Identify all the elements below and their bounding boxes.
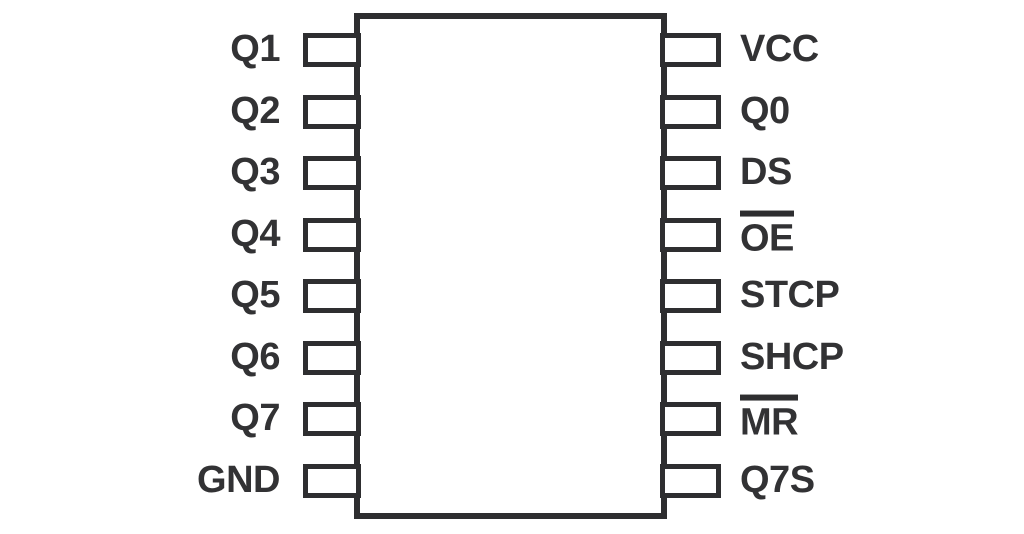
pin-box-right-13 bbox=[660, 218, 721, 252]
pin-box-right-9 bbox=[660, 464, 721, 498]
pin-label-q5: Q5 bbox=[230, 274, 280, 317]
pin-box-left-5 bbox=[303, 279, 361, 313]
pin-label-q7s: Q7S bbox=[740, 459, 815, 502]
pin-label-q6: Q6 bbox=[230, 336, 280, 379]
pin-label-q0: Q0 bbox=[740, 90, 790, 133]
pin-label-stcp: STCP bbox=[740, 274, 840, 317]
pin-box-left-6 bbox=[303, 341, 361, 375]
pin-label-shcp: SHCP bbox=[740, 336, 844, 379]
pin-box-right-14 bbox=[660, 156, 721, 190]
pin-label-oe: OE bbox=[740, 210, 794, 260]
pin-box-right-12 bbox=[660, 279, 721, 313]
ic-body bbox=[354, 13, 667, 519]
pin-box-left-4 bbox=[303, 218, 361, 252]
pin-box-left-8 bbox=[303, 464, 361, 498]
pin-label-q1: Q1 bbox=[230, 28, 280, 71]
pin-box-right-10 bbox=[660, 402, 721, 436]
pin-label-q7: Q7 bbox=[230, 397, 280, 440]
pin-label-gnd: GND bbox=[197, 459, 280, 502]
pin-box-right-15 bbox=[660, 95, 721, 129]
pin-box-left-7 bbox=[303, 402, 361, 436]
pin-label-q2: Q2 bbox=[230, 90, 280, 133]
pin-box-right-16 bbox=[660, 33, 721, 67]
pin-label-mr: MR bbox=[740, 394, 799, 444]
pin-box-left-2 bbox=[303, 95, 361, 129]
pin-label-q3: Q3 bbox=[230, 151, 280, 194]
pin-box-right-11 bbox=[660, 341, 721, 375]
pin-box-left-3 bbox=[303, 156, 361, 190]
pin-box-left-1 bbox=[303, 33, 361, 67]
pin-label-vcc: VCC bbox=[740, 28, 819, 71]
pin-label-ds: DS bbox=[740, 151, 792, 194]
pin-label-q4: Q4 bbox=[230, 213, 280, 256]
